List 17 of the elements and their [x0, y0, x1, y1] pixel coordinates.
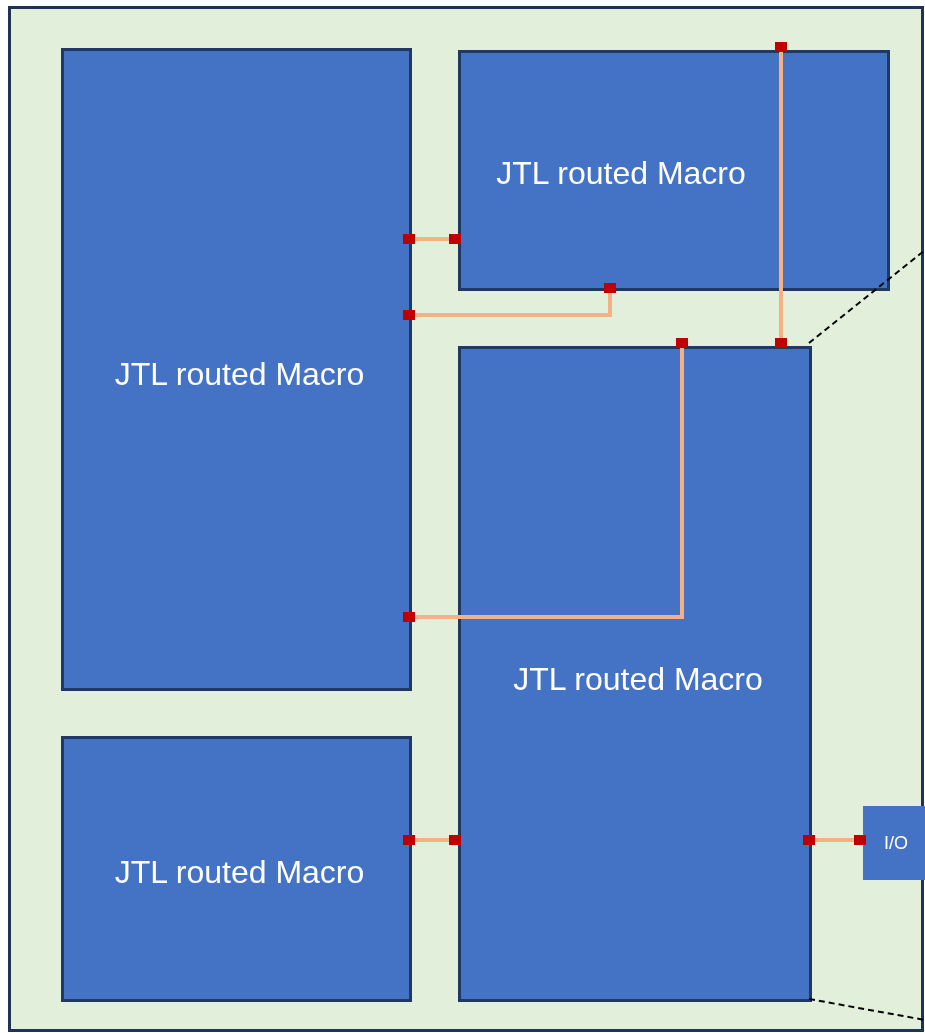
macro-label: JTL routed Macro — [114, 853, 365, 891]
wire — [403, 234, 461, 244]
io-label: I/O — [884, 832, 908, 854]
wire — [403, 835, 461, 845]
macro-label: JTL routed Macro — [513, 660, 763, 698]
wire — [803, 835, 866, 845]
macro-block — [458, 346, 812, 1002]
chip-background — [8, 6, 924, 1032]
macro-label: JTL routed Macro — [496, 155, 746, 192]
macro-label: JTL routed Macro — [114, 355, 365, 393]
wire — [403, 283, 616, 320]
macro-block — [61, 736, 412, 1002]
wire — [775, 42, 787, 348]
macro-block — [61, 48, 412, 691]
macro-block — [458, 50, 890, 291]
io-block — [863, 806, 925, 880]
wire — [403, 338, 688, 622]
